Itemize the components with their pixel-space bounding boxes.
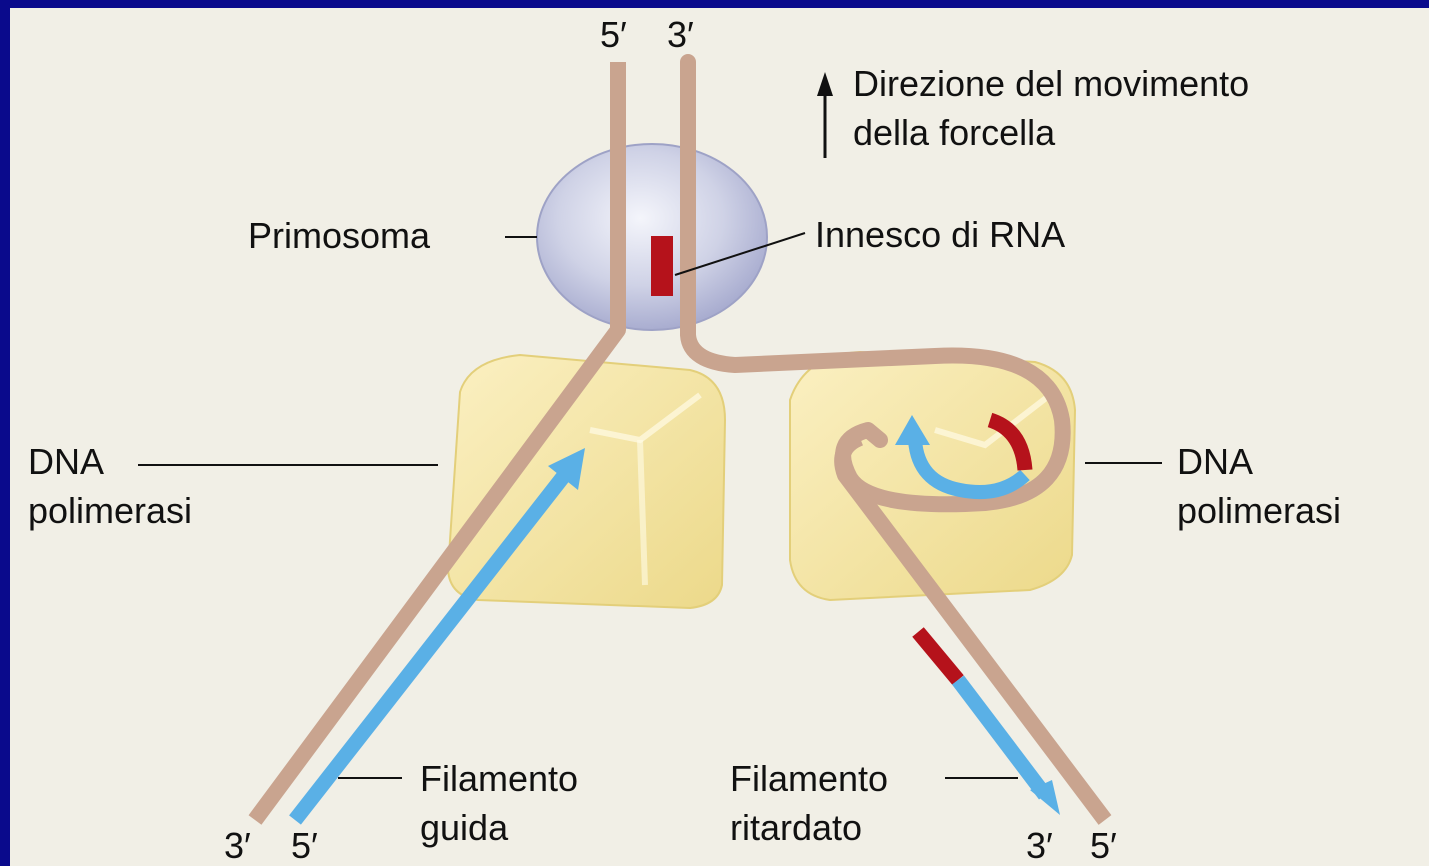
leading-strand-label-line1: Filamento (420, 758, 578, 799)
lagging-okazaki-fragment-upper (895, 412, 1033, 500)
primosome-label: Primosoma (248, 215, 431, 256)
direction-label-line1: Direzione del movimento (853, 63, 1249, 104)
rna-primer (651, 236, 673, 296)
parental-strand-3prime (680, 54, 1112, 825)
top-5prime-label: 5′ (600, 14, 627, 55)
right-polymerase-label: polimerasi (1177, 490, 1341, 531)
bottom-right-3prime-label: 3′ (1026, 825, 1053, 866)
direction-label-line2: della forcella (853, 112, 1056, 153)
diagram-panel: 5′ 3′ Direzione del movimento della forc… (10, 8, 1429, 866)
top-3prime-label: 3′ (667, 14, 694, 55)
left-dna-label: DNA (28, 441, 104, 482)
parental-strand-5prime (248, 62, 626, 825)
left-polymerase-label: polimerasi (28, 490, 192, 531)
bottom-left-5prime-label: 5′ (291, 825, 318, 866)
lagging-strand-label-line2: ritardato (730, 807, 862, 848)
replication-fork-diagram: 5′ 3′ Direzione del movimento della forc… (28, 14, 1341, 866)
bottom-right-5prime-label: 5′ (1090, 825, 1117, 866)
rna-primer-leader (674, 232, 806, 276)
lagging-strand-label-line1: Filamento (730, 758, 888, 799)
fork-direction-arrow (817, 72, 833, 158)
lagging-okazaki-fragment-lower (912, 627, 1060, 815)
right-dna-label: DNA (1177, 441, 1253, 482)
bottom-left-3prime-label: 3′ (224, 825, 251, 866)
rna-primer-label: Innesco di RNA (815, 214, 1065, 255)
leading-strand-new (289, 448, 585, 825)
leading-strand-label-line2: guida (420, 807, 509, 848)
